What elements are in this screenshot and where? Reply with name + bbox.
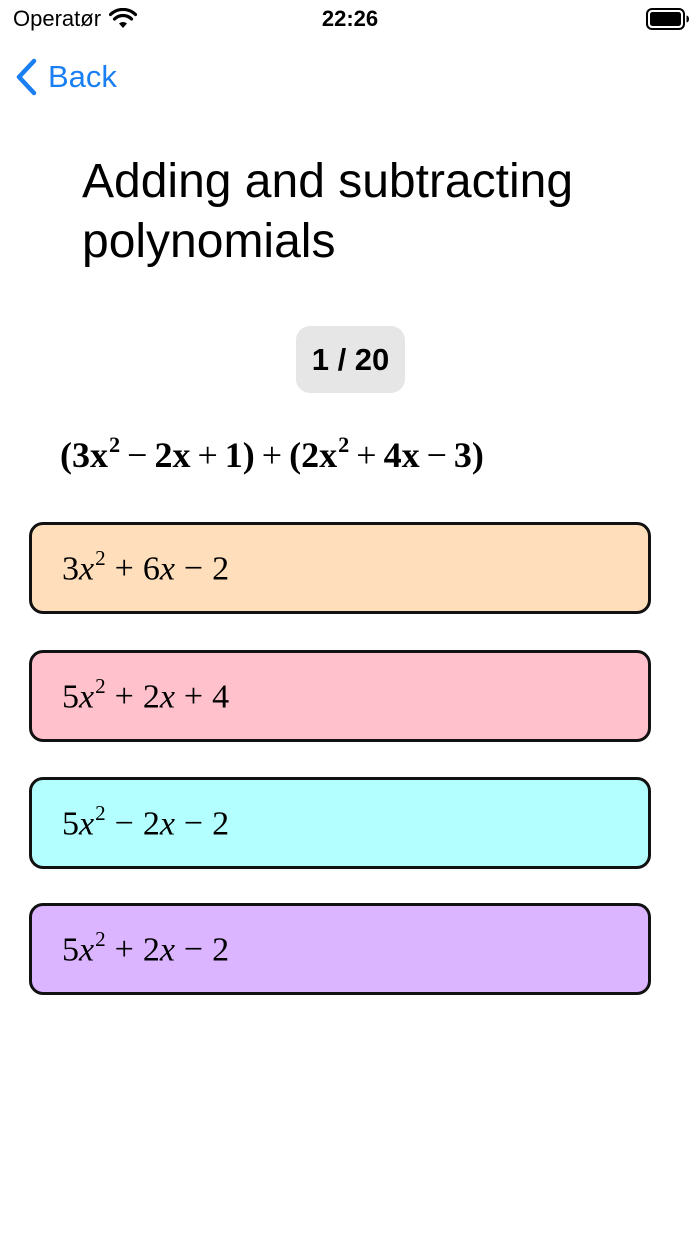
exponent: 2 xyxy=(109,431,121,457)
term: 3x xyxy=(72,435,108,475)
paren: ) xyxy=(471,435,484,475)
operator: − xyxy=(426,435,447,475)
answer-text: 5x2−2x−2 xyxy=(62,800,230,843)
back-button[interactable]: Back xyxy=(14,58,117,96)
status-carrier: Operatør xyxy=(13,6,138,32)
status-time: 22:26 xyxy=(321,6,379,31)
carrier-name: Operatør xyxy=(13,6,102,31)
answer-text: 5x2+2x−2 xyxy=(62,926,230,969)
page-title: Adding and subtracting polynomials xyxy=(82,155,574,268)
term: 2x xyxy=(301,435,338,475)
answer-text: 3x2+6x−2 xyxy=(62,545,230,588)
progress-badge: 1 / 20 xyxy=(296,326,405,393)
term: 3 xyxy=(453,435,472,475)
wifi-icon xyxy=(109,8,138,28)
chevron-left-icon xyxy=(16,58,37,96)
answer-option-3[interactable]: 5x2−2x−2 xyxy=(29,777,651,869)
paren: ( xyxy=(60,435,72,475)
operator: + xyxy=(261,435,283,475)
status-bar: Operatør 22:26 xyxy=(0,0,700,40)
operator: + xyxy=(356,435,377,475)
operator: + xyxy=(197,435,218,475)
question-expression: (3x2−2x+1)+(2x2+4x−3) xyxy=(60,431,660,476)
answer-option-4[interactable]: 5x2+2x−2 xyxy=(29,903,651,995)
term: 4x xyxy=(383,435,420,475)
answer-option-2[interactable]: 5x2+2x+4 xyxy=(29,650,651,742)
battery-icon xyxy=(646,8,690,35)
progress-label: 1 / 20 xyxy=(311,341,390,377)
paren: ) xyxy=(242,435,255,475)
term: 2x xyxy=(154,435,191,475)
term: 1 xyxy=(224,435,243,475)
answer-option-1[interactable]: 3x2+6x−2 xyxy=(29,522,651,614)
operator: − xyxy=(127,435,148,475)
exponent: 2 xyxy=(338,431,350,457)
back-label: Back xyxy=(48,59,117,94)
answer-text: 5x2+2x+4 xyxy=(62,673,230,716)
paren: ( xyxy=(289,435,302,475)
